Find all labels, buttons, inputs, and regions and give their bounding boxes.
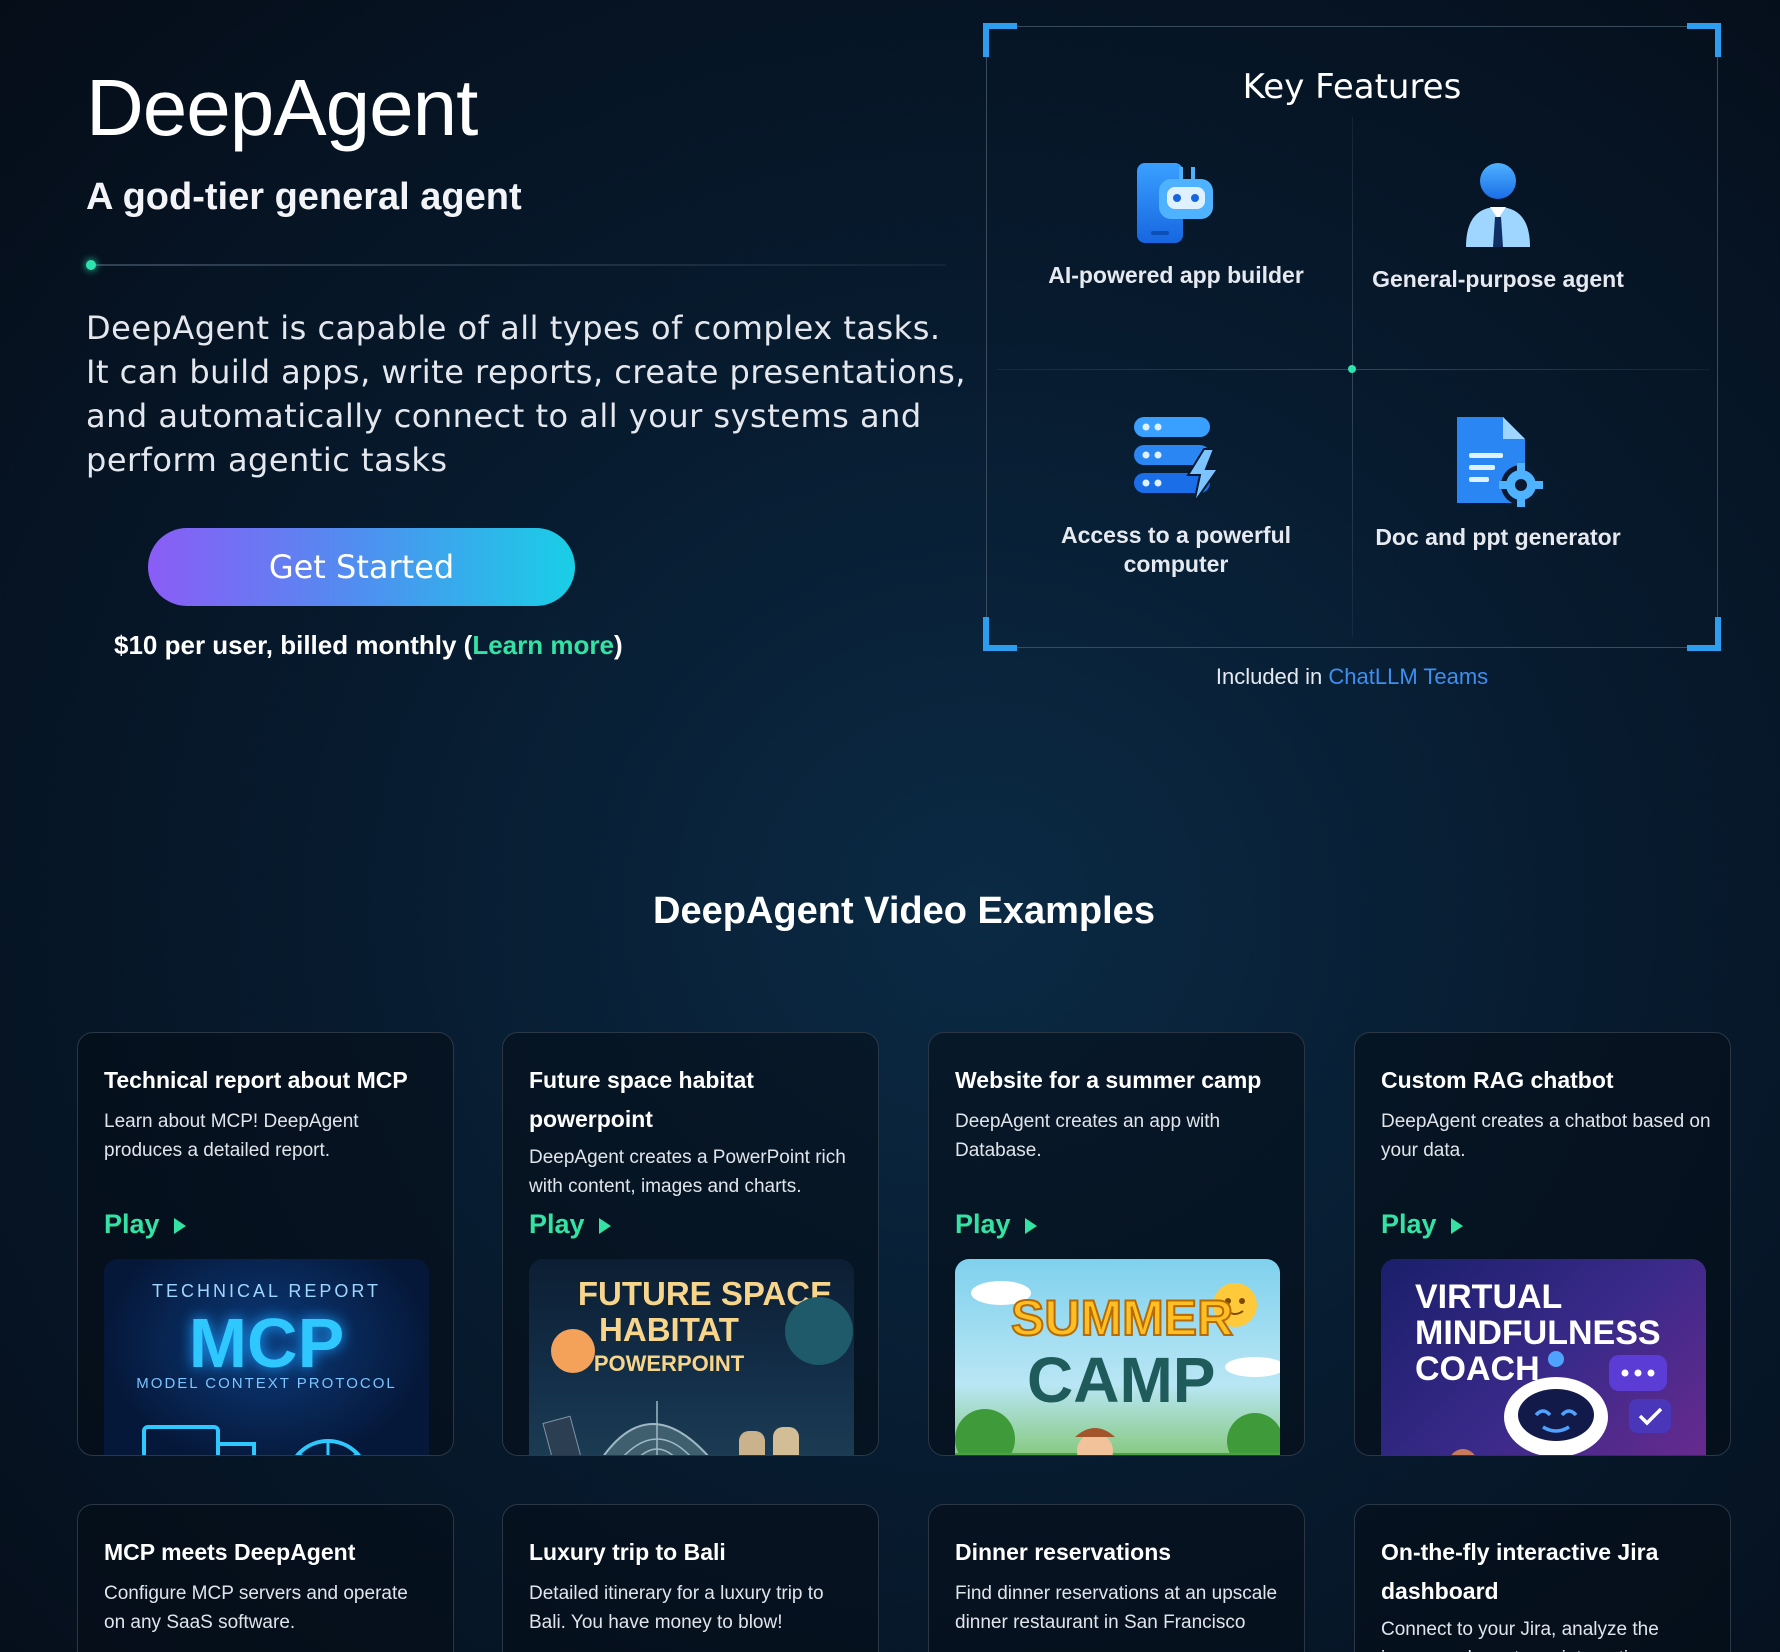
divider-dot — [86, 260, 96, 270]
feature-label: Doc and ppt generator — [1375, 524, 1621, 550]
card-title: MCP meets DeepAgent — [104, 1539, 356, 1565]
server-bolt-icon — [1134, 417, 1220, 504]
play-label: Play — [1381, 1209, 1437, 1239]
video-thumbnail[interactable]: TECHNICAL REPORT MCP MODEL CONTEXT PROTO… — [104, 1259, 429, 1455]
person-agent-icon — [1466, 163, 1530, 247]
pricing-prefix: $10 per user, billed monthly ( — [114, 630, 473, 660]
video-thumbnail[interactable]: SUMMER CAMP — [955, 1259, 1280, 1455]
space-habitat-illustration — [542, 1297, 853, 1455]
video-thumbnail[interactable]: VIRTUAL MINDFULNESS COACH — [1381, 1259, 1706, 1455]
included-prefix: Included in — [1215, 664, 1329, 689]
card-description: Learn about MCP! DeepAgent produces a de… — [104, 1111, 359, 1161]
thumb-line2: MINDFULNESS — [1415, 1314, 1661, 1352]
included-text: Included in ChatLLM Teams — [986, 664, 1718, 690]
thumb-line2: MCP — [188, 1304, 345, 1382]
thumb-line3: MODEL CONTEXT PROTOCOL — [136, 1375, 397, 1392]
card-title: On-the-fly interactive Jira dashboard — [1381, 1539, 1659, 1604]
video-thumbnail[interactable]: FUTURE SPACE HABITAT POWERPOINT — [529, 1259, 854, 1455]
feature-label: General-purpose agent — [1372, 266, 1624, 292]
thumb-line1: SUMMER — [1010, 1289, 1234, 1347]
play-button[interactable]: Play — [1381, 1209, 1463, 1240]
corner-bracket — [1687, 617, 1721, 651]
card-title: Website for a summer camp — [955, 1067, 1262, 1093]
thumb-line1: VIRTUAL — [1415, 1278, 1563, 1316]
get-started-button[interactable]: Get Started — [148, 528, 575, 606]
feature-app-builder: AI-powered app builder — [1026, 161, 1326, 290]
play-icon — [598, 1217, 611, 1234]
card-title: Dinner reservations — [955, 1539, 1172, 1565]
grid-center-dot — [1348, 365, 1356, 373]
key-features-title: Key Features — [1242, 67, 1462, 107]
thumb-line2: CAMP — [1027, 1344, 1216, 1416]
feature-label: Access to a powerful computer — [1060, 522, 1292, 577]
card-description: DeepAgent creates a chatbot based on you… — [1381, 1111, 1711, 1161]
video-section-title: DeepAgent Video Examples — [653, 890, 1155, 932]
corner-bracket — [983, 23, 1017, 57]
network-globe-icon — [142, 1425, 361, 1455]
card-title: Custom RAG chatbot — [1381, 1067, 1614, 1093]
card-title: Technical report about MCP — [104, 1067, 408, 1093]
feature-general-agent: General-purpose agent — [1348, 161, 1648, 294]
video-card[interactable]: Custom RAG chatbot DeepAgent creates a c… — [1354, 1032, 1731, 1456]
thumb-line2: HABITAT — [599, 1311, 739, 1348]
play-button[interactable]: Play — [955, 1209, 1037, 1240]
card-description: DeepAgent creates an app with Database. — [955, 1111, 1221, 1161]
card-description: Detailed itinerary for a luxury trip to … — [529, 1583, 824, 1633]
key-features-panel: Key Features AI-powered app builder Gene… — [983, 23, 1721, 651]
page-subtitle: A god-tier general agent — [86, 176, 522, 218]
play-icon — [1450, 1217, 1463, 1234]
hero-description: DeepAgent is capable of all types of com… — [86, 309, 966, 479]
thumb-line1: FUTURE SPACE — [577, 1275, 833, 1312]
play-icon — [1024, 1217, 1037, 1234]
pricing-text: $10 per user, billed monthly (Learn more… — [114, 630, 623, 661]
video-card[interactable]: Website for a summer camp DeepAgent crea… — [928, 1032, 1305, 1456]
card-description: DeepAgent creates a PowerPoint rich with… — [529, 1147, 846, 1197]
document-gear-icon — [1457, 417, 1543, 507]
play-icon — [173, 1217, 186, 1234]
play-label: Play — [529, 1209, 585, 1239]
card-description: Connect to your Jira, analyze the issues… — [1381, 1619, 1659, 1652]
video-card[interactable]: On-the-fly interactive Jira dashboard Co… — [1354, 1504, 1731, 1652]
chatllm-teams-link[interactable]: ChatLLM Teams — [1328, 664, 1489, 689]
grid-divider — [1352, 117, 1353, 637]
card-title: Future space habitat powerpoint — [529, 1067, 754, 1132]
card-title: Luxury trip to Bali — [529, 1539, 726, 1565]
play-button[interactable]: Play — [104, 1209, 186, 1240]
video-card[interactable]: MCP meets DeepAgent Configure MCP server… — [77, 1504, 454, 1652]
hero-divider — [86, 264, 946, 266]
feature-powerful-computer: Access to a powerful computer — [1026, 413, 1326, 579]
feature-label: AI-powered app builder — [1048, 262, 1304, 288]
video-card[interactable]: Dinner reservations Find dinner reservat… — [928, 1504, 1305, 1652]
play-button[interactable]: Play — [529, 1209, 611, 1240]
pricing-suffix: ) — [613, 630, 623, 660]
learn-more-link[interactable]: Learn more — [472, 630, 614, 660]
video-card[interactable]: Technical report about MCP Learn about M… — [77, 1032, 454, 1456]
corner-bracket — [1687, 23, 1721, 57]
page-title: DeepAgent — [86, 63, 478, 152]
thumb-line1: TECHNICAL REPORT — [151, 1281, 382, 1301]
card-description: Configure MCP servers and operate on any… — [104, 1583, 408, 1633]
thumb-line3: POWERPOINT — [593, 1351, 745, 1376]
summer-camp-illustration — [955, 1281, 1280, 1455]
feature-doc-ppt: Doc and ppt generator — [1348, 413, 1648, 552]
phone-robot-icon — [1137, 163, 1213, 243]
card-description: Find dinner reservations at an upscale d… — [955, 1583, 1278, 1633]
thumb-line3: COACH — [1415, 1350, 1540, 1388]
play-label: Play — [104, 1209, 160, 1239]
video-card[interactable]: Future space habitat powerpoint DeepAgen… — [502, 1032, 879, 1456]
play-label: Play — [955, 1209, 1011, 1239]
video-card[interactable]: Luxury trip to Bali Detailed itinerary f… — [502, 1504, 879, 1652]
robot-chat-illustration — [1451, 1351, 1671, 1455]
corner-bracket — [983, 617, 1017, 651]
